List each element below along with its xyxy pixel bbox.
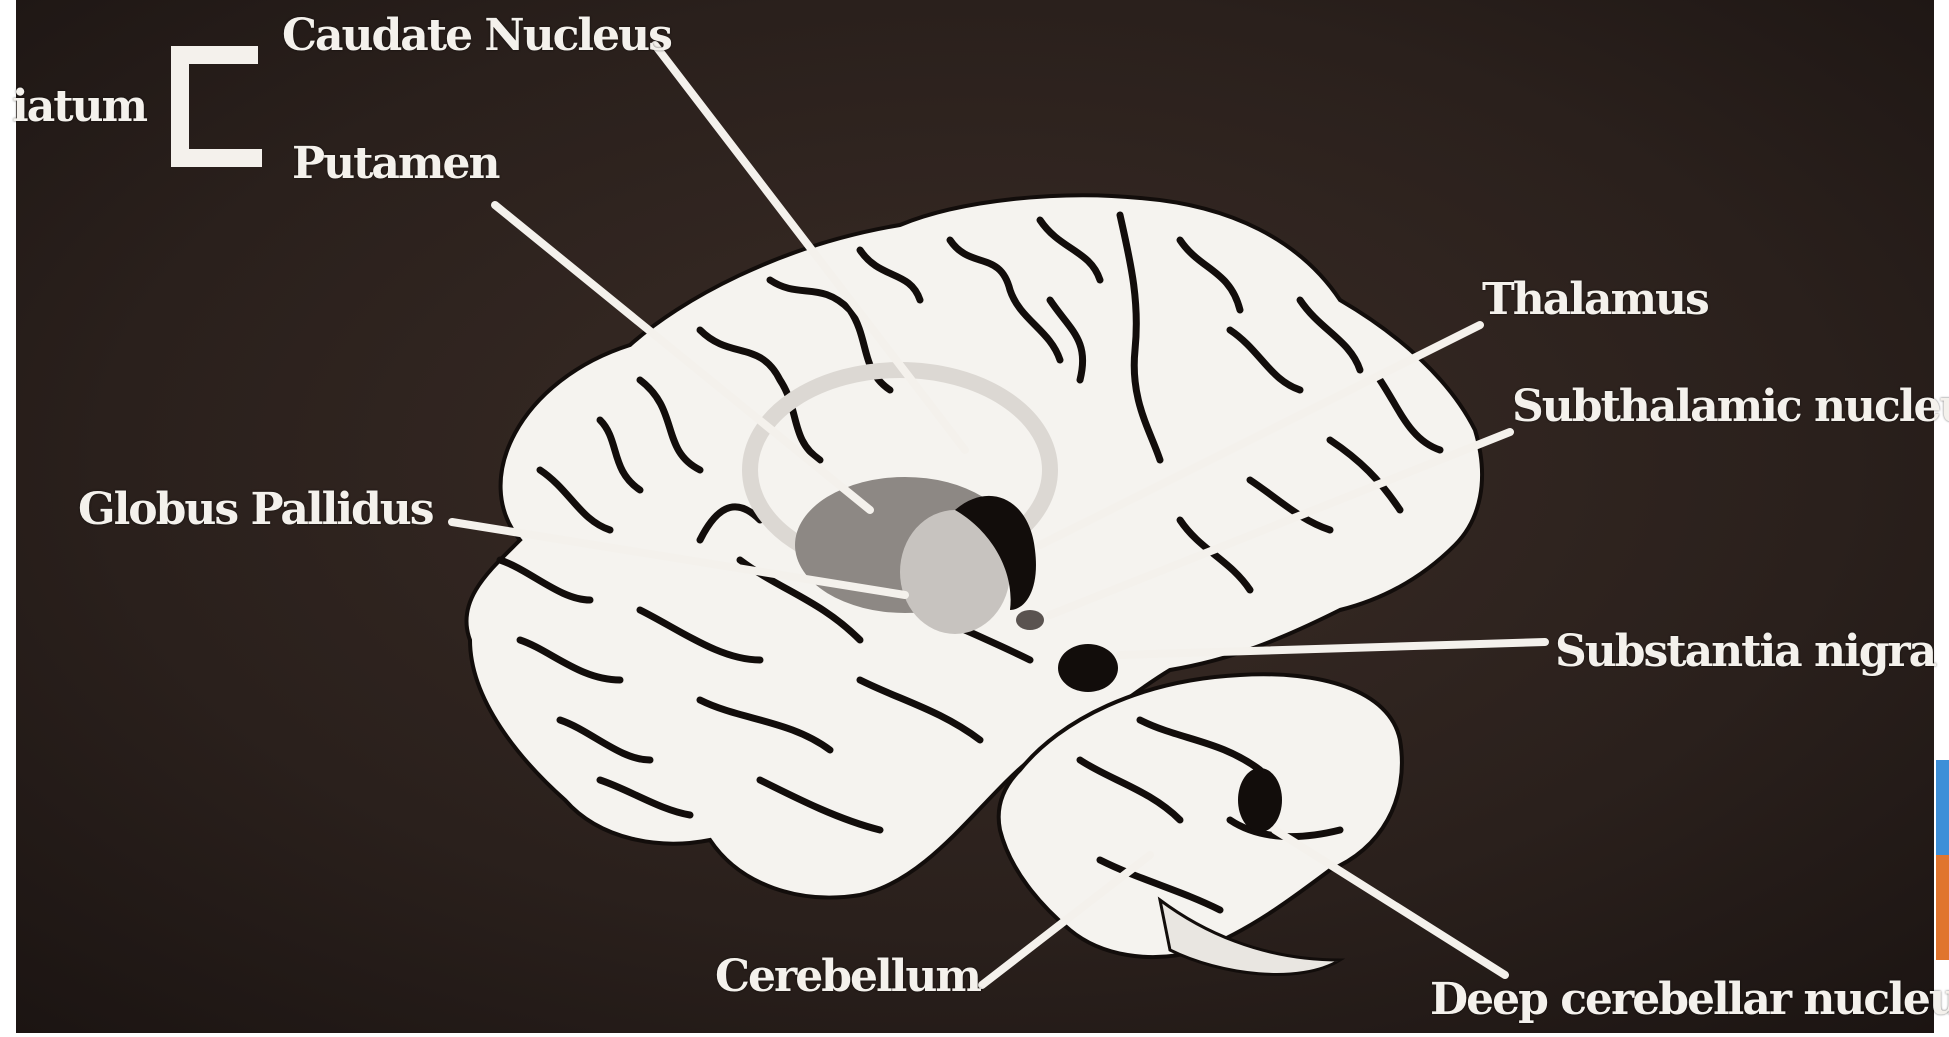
label-putamen: Putamen — [292, 142, 498, 186]
label-substantia-nigra: Substantia nigra — [1555, 630, 1935, 674]
label-caudate-nucleus: Caudate Nucleus — [282, 14, 671, 58]
label-subthalamic-nucleus: Subthalamic nucleu — [1512, 385, 1949, 429]
substantia-nigra-region — [1058, 644, 1118, 692]
label-striatum-partial: iatum — [12, 85, 146, 129]
edge-accent-orange — [1936, 855, 1949, 960]
deep-cerebellar-nucleus-region — [1238, 768, 1282, 832]
label-thalamus: Thalamus — [1482, 278, 1708, 322]
label-deep-cerebellar-nucleus: Deep cerebellar nucleus — [1430, 978, 1949, 1022]
label-cerebellum: Cerebellum — [715, 955, 980, 999]
label-globus-pallidus: Globus Pallidus — [78, 488, 433, 532]
subthalamic-nucleus-region — [1016, 610, 1044, 630]
edge-accent-blue — [1936, 760, 1949, 855]
